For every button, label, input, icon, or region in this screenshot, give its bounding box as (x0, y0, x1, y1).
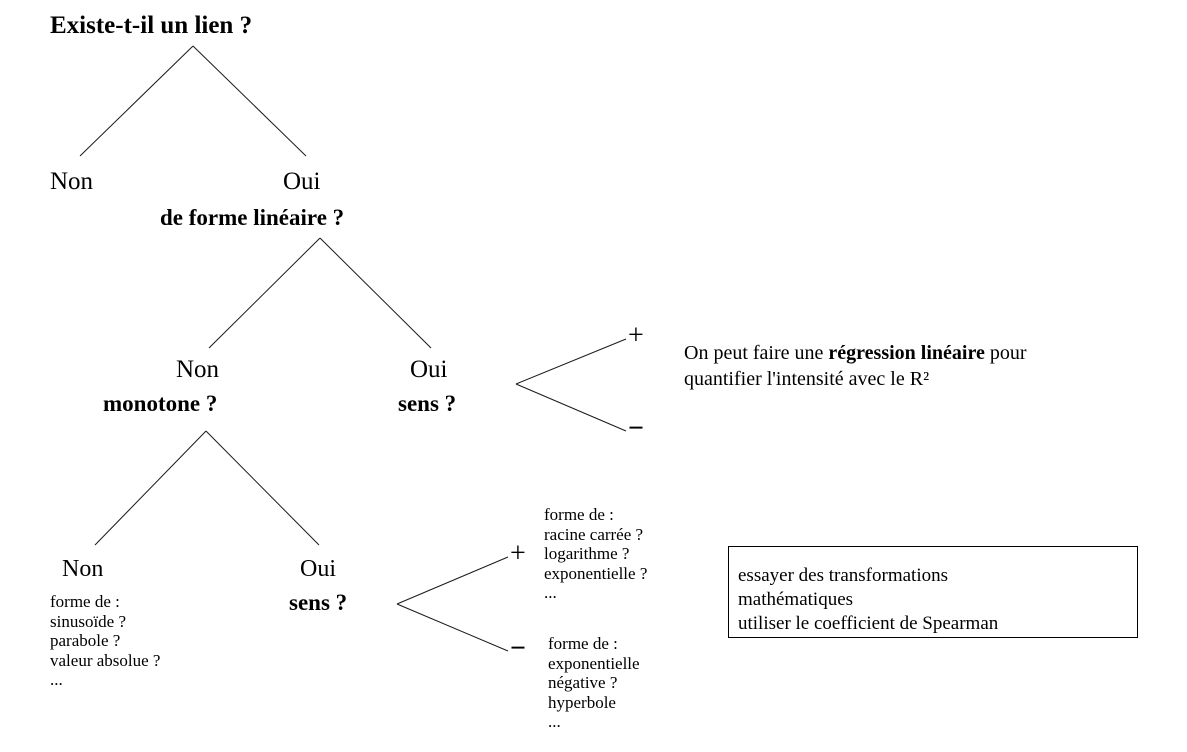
level2-answer-yes: Oui (410, 356, 448, 383)
edge-lineaire-to-non (208, 237, 321, 349)
edge-sens-monotone-plus (396, 556, 509, 605)
level2-question-sens: sens ? (398, 391, 457, 416)
monotone-minus-forms-list: forme de : exponentielle négative ? hype… (548, 634, 640, 731)
sign-plus-linear: + (628, 320, 644, 351)
sign-minus-monotone: − (510, 633, 526, 664)
level2-question: de forme linéaire ? (160, 205, 345, 230)
sign-plus-monotone: + (510, 538, 526, 569)
edge-sens-monotone-minus (396, 603, 509, 652)
level3-question-sens: sens ? (289, 590, 348, 615)
advice-box (728, 546, 1138, 638)
edge-lineaire-to-oui (319, 237, 432, 349)
level3-answer-no: Non (62, 556, 104, 582)
result-text-r2: avec le R² (848, 368, 930, 390)
level2-answer-no: Non (176, 356, 220, 383)
non-monotone-forms-list: forme de : sinusoïde ? parabole ? valeur… (50, 592, 161, 689)
level3-answer-yes: Oui (300, 556, 336, 582)
edge-monotone-to-oui (205, 430, 320, 546)
advice-box-text: essayer des transformations mathématique… (738, 565, 999, 634)
linear-regression-result: On peut faire une régression linéaire po… (684, 340, 1104, 392)
result-text-bold-regression: régression (828, 342, 916, 364)
root-question: Existe-t-il un lien ? (50, 12, 253, 39)
result-text-prefix: On peut faire une (684, 342, 829, 364)
edge-root-to-non (79, 45, 194, 157)
edge-root-to-oui (192, 45, 307, 157)
level1-answer-no: Non (50, 168, 94, 195)
edge-monotone-to-non (94, 430, 207, 546)
monotone-plus-forms-list: forme de : racine carrée ? logarithme ? … (544, 505, 648, 602)
edge-sens-linear-minus (515, 383, 627, 432)
sign-minus-linear: − (628, 413, 644, 444)
level1-answer-yes: Oui (283, 168, 321, 195)
result-text-suffix: pour quantifier l'intensité (684, 342, 1027, 390)
result-text-bold-lineaire: linéaire (920, 342, 985, 364)
level3-question-monotone: monotone ? (103, 391, 218, 416)
edge-sens-linear-plus (515, 338, 627, 385)
